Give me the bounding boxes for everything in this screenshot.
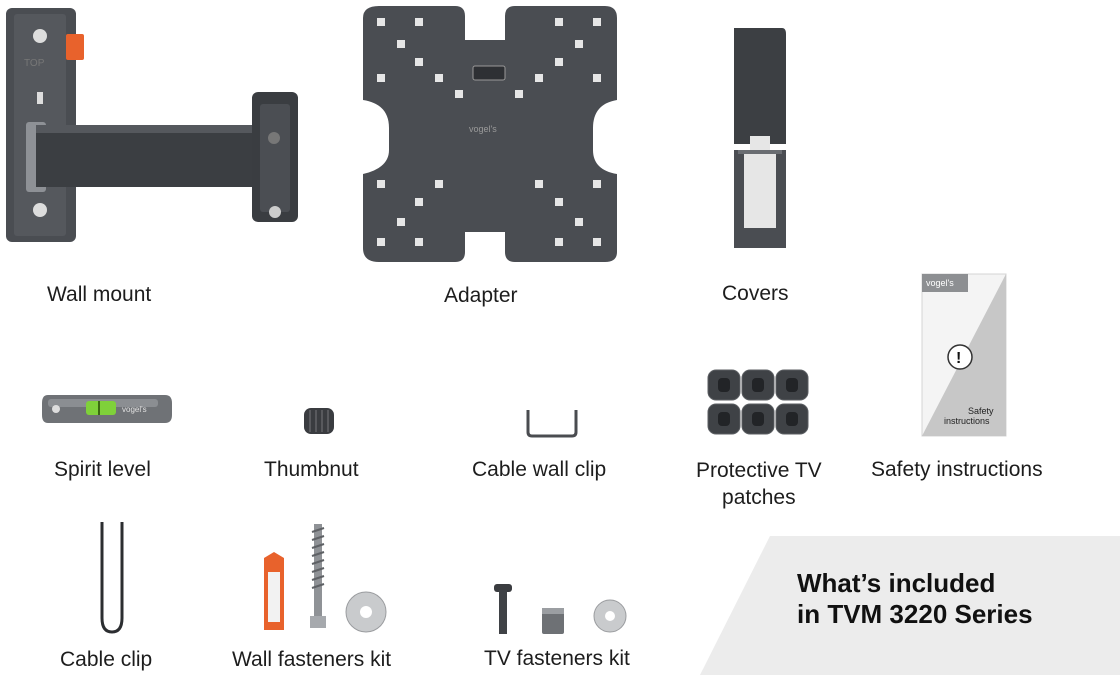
cable-clip-image xyxy=(100,522,124,634)
safety-doc-text-2: instructions xyxy=(944,416,990,426)
adapter-product: vogel's xyxy=(355,0,630,268)
wall-fasteners-label: Wall fasteners kit xyxy=(232,648,392,671)
banner-background xyxy=(700,536,1120,675)
thumbnut-label: Thumbnut xyxy=(264,458,359,481)
cable-clip-label: Cable clip xyxy=(60,648,153,671)
wall-mount-product: TOP xyxy=(0,0,310,250)
wall-mount-image: TOP xyxy=(6,8,298,242)
covers-product xyxy=(728,24,790,252)
adapter-image: vogel's xyxy=(363,6,617,262)
thumbnut-product xyxy=(300,404,340,438)
banner-line-1: What’s included xyxy=(797,568,996,598)
safety-instructions-product: vogel's ! Safety instructions xyxy=(918,272,1010,440)
wall-fasteners-product xyxy=(256,522,396,637)
protective-patches-image xyxy=(707,369,809,435)
wall-mount-label: Wall mount xyxy=(47,283,152,306)
level-logo: vogel's xyxy=(122,405,147,414)
protective-patches-label-line1: Protective TV xyxy=(696,459,822,482)
thumbnut-image xyxy=(304,408,334,434)
safety-instructions-label: Safety instructions xyxy=(871,458,1043,481)
warning-icon: ! xyxy=(956,350,961,367)
spirit-level-image: vogel's xyxy=(42,395,172,423)
wall-fasteners-image xyxy=(264,524,387,633)
covers-image xyxy=(734,28,786,248)
adapter-label: Adapter xyxy=(444,284,518,307)
cable-wall-clip-product xyxy=(522,404,582,440)
cable-wall-clip-image xyxy=(526,410,578,438)
spirit-level-label: Spirit level xyxy=(54,458,151,481)
top-marking: TOP xyxy=(24,58,45,69)
safety-doc-text-1: Safety xyxy=(968,406,994,416)
adapter-logo: vogel's xyxy=(469,124,497,134)
protective-patches-product xyxy=(706,368,814,438)
protective-patches-label: Protective TV patches xyxy=(696,457,822,511)
safety-document-image: vogel's ! Safety instructions xyxy=(921,273,1007,437)
safety-doc-logo: vogel's xyxy=(926,278,954,288)
cable-clip-product xyxy=(92,518,132,638)
cable-wall-clip-label: Cable wall clip xyxy=(472,458,607,481)
banner-heading: What’s included in TVM 3220 Series xyxy=(797,568,1033,630)
tv-fasteners-image xyxy=(494,584,627,634)
protective-patches-label-line2: patches xyxy=(722,486,796,509)
tv-fasteners-product xyxy=(486,582,636,638)
spirit-level-product: vogel's xyxy=(40,385,175,435)
covers-label: Covers xyxy=(722,282,789,305)
banner-line-2: in TVM 3220 Series xyxy=(797,599,1033,629)
tv-fasteners-label: TV fasteners kit xyxy=(484,647,630,670)
